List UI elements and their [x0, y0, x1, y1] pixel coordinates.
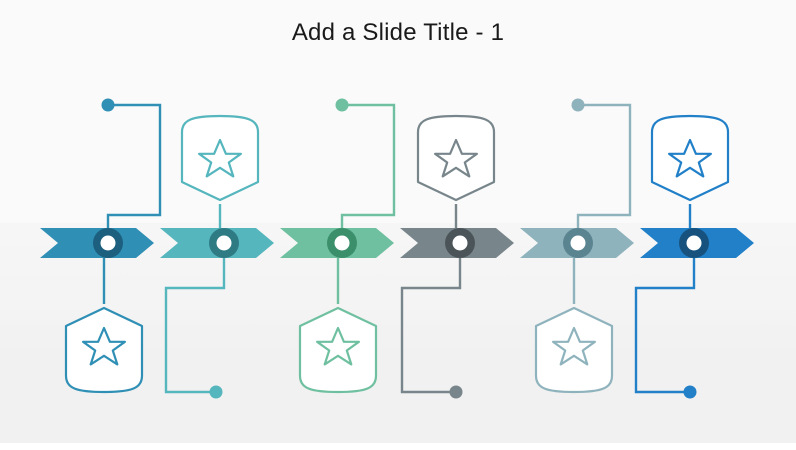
badge-shape — [298, 306, 378, 394]
badge-shape — [64, 306, 144, 394]
connector-line-step-1 — [106, 103, 162, 243]
connector-dot-step-6[interactable] — [683, 385, 697, 399]
connector-dot-step-4[interactable] — [449, 385, 463, 399]
chevrons-layer — [40, 228, 754, 258]
badge-step-6[interactable] — [650, 114, 730, 202]
badge-step-4[interactable] — [416, 114, 496, 202]
node-rings-layer — [93, 228, 709, 258]
connector-line-step-4 — [400, 243, 462, 394]
badge-shape — [650, 114, 730, 202]
badge-shape — [534, 306, 614, 394]
background-band-footer — [0, 443, 796, 450]
badge-step-5[interactable] — [534, 306, 614, 394]
node-ring-step-3[interactable] — [327, 228, 357, 258]
page-title[interactable]: Add a Slide Title - 1 — [291, 19, 505, 46]
connector-line-step-2 — [164, 243, 226, 394]
node-ring-step-4[interactable] — [445, 228, 475, 258]
node-ring-step-2[interactable] — [209, 228, 239, 258]
connector-lines-layer — [101, 98, 697, 399]
node-ring-step-6[interactable] — [679, 228, 709, 258]
badge-step-3[interactable] — [298, 306, 378, 394]
connector-dot-step-2[interactable] — [209, 385, 223, 399]
connector-dot-step-5[interactable] — [571, 98, 585, 112]
connector-dot-step-3[interactable] — [335, 98, 349, 112]
badge-shape — [416, 114, 496, 202]
badge-step-2[interactable] — [180, 114, 260, 202]
badge-step-1[interactable] — [64, 306, 144, 394]
connector-line-step-5 — [576, 103, 632, 243]
node-ring-step-5[interactable] — [563, 228, 593, 258]
node-ring-step-1[interactable] — [93, 228, 123, 258]
connector-line-step-3 — [340, 103, 396, 243]
connector-dot-step-1[interactable] — [101, 98, 115, 112]
connector-line-step-6 — [634, 243, 696, 394]
badge-shape — [180, 114, 260, 202]
